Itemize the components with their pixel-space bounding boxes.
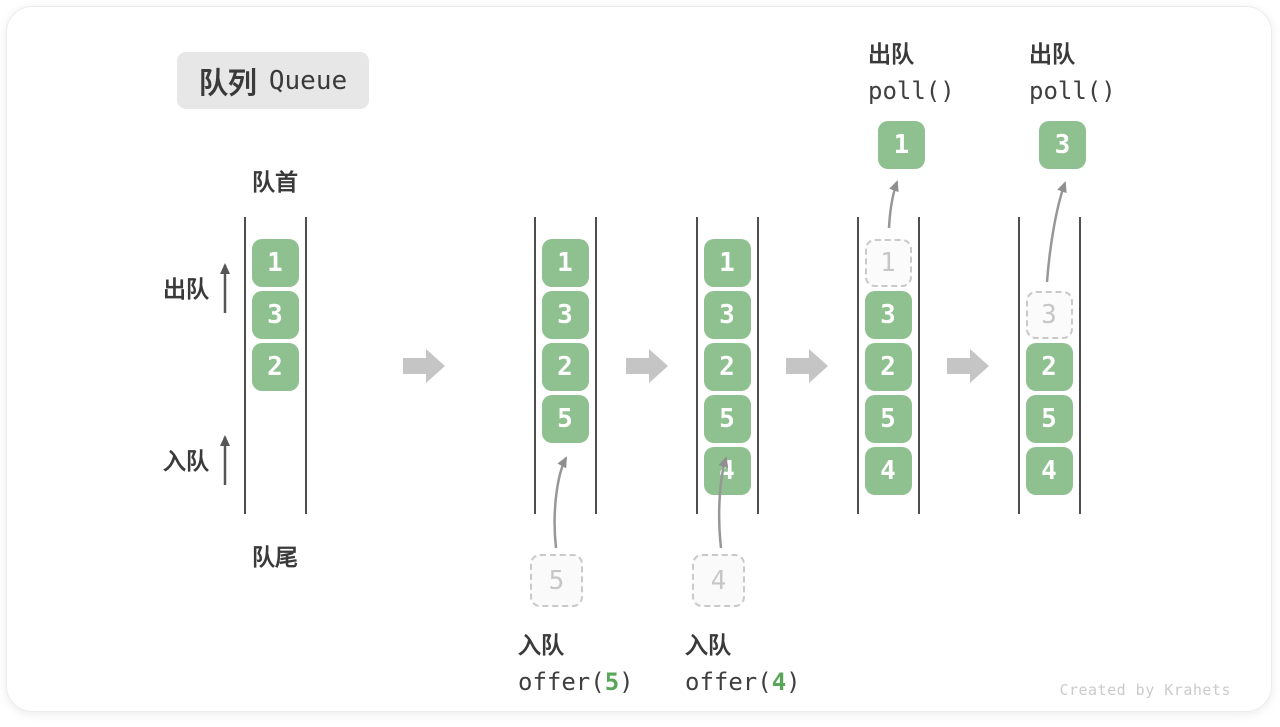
step-arrow-icon xyxy=(403,349,445,383)
incoming-element: 4 xyxy=(692,554,745,607)
queue-4-right-line xyxy=(918,217,920,514)
queue-cell: 3 xyxy=(251,291,299,339)
queue-1-right-line xyxy=(305,217,307,514)
label-queue-rear: 队尾 xyxy=(252,544,298,570)
queue-cell: 5 xyxy=(703,395,751,443)
step-arrow-icon xyxy=(947,349,989,383)
step-arrow-icon xyxy=(786,349,828,383)
queue-cell: 4 xyxy=(864,447,912,495)
queue-cell: 2 xyxy=(1025,343,1073,391)
enqueue-op-label-1: 入队 offer(5) xyxy=(518,626,634,696)
dequeue-op-zh: 出队 xyxy=(1029,41,1075,67)
dequeue-op-code: poll() xyxy=(1029,77,1116,105)
enqueue-op-code: offer(5) xyxy=(518,668,634,696)
dequeue-op-label-1: 出队 poll() xyxy=(868,35,955,105)
queue-cell: 1 xyxy=(251,239,299,287)
queue-cell: 3 xyxy=(1025,291,1073,339)
label-queue-front: 队首 xyxy=(252,169,298,195)
queue-3-right-line xyxy=(757,217,759,514)
queue-cell: 1 xyxy=(864,239,912,287)
label-enqueue: 入队 xyxy=(163,448,209,474)
queue-cell: 3 xyxy=(703,291,751,339)
enqueue-arg: 4 xyxy=(771,668,787,696)
queue-cell: 3 xyxy=(864,291,912,339)
step-arrow-icon xyxy=(626,349,668,383)
title-zh: 队列 xyxy=(198,67,257,100)
title-en: Queue xyxy=(268,65,348,96)
label-dequeue: 出队 xyxy=(163,276,209,302)
queue-3-left-line xyxy=(696,217,698,514)
enqueue-op-code: offer(4) xyxy=(685,668,801,696)
dequeue-curve-arrow-icon xyxy=(887,180,899,229)
incoming-element: 5 xyxy=(530,554,583,607)
queue-cell: 2 xyxy=(251,343,299,391)
queue-cell: 2 xyxy=(541,343,589,391)
title-badge: 队列 Queue xyxy=(177,52,369,109)
dequeue-op-zh: 出队 xyxy=(868,41,914,67)
queue-cell: 2 xyxy=(864,343,912,391)
queue-2-right-line xyxy=(595,217,597,514)
figure-card: 队列 Queue 队首 队尾 出队 入队 出队 poll() 出队 poll()… xyxy=(6,6,1272,712)
queue-5-right-line xyxy=(1079,217,1081,514)
arrows-overlay xyxy=(220,180,1067,549)
dequeue-curve-arrow-icon xyxy=(1045,181,1067,283)
queue-cell: 3 xyxy=(541,291,589,339)
enqueue-op-zh: 入队 xyxy=(685,632,731,658)
queue-cell: 4 xyxy=(1025,447,1073,495)
queue-cell: 2 xyxy=(703,343,751,391)
dequeue-op-label-2: 出队 poll() xyxy=(1029,35,1116,105)
enqueue-op-zh: 入队 xyxy=(518,632,564,658)
queue-1-left-line xyxy=(244,217,246,514)
queue-4-left-line xyxy=(857,217,859,514)
popped-element: 1 xyxy=(878,121,925,169)
queue-2-left-line xyxy=(534,217,536,514)
queue-cell: 5 xyxy=(1025,395,1073,443)
queue-cell: 4 xyxy=(703,447,751,495)
popped-element: 3 xyxy=(1039,121,1086,169)
enqueue-arg: 5 xyxy=(604,668,620,696)
queue-cell: 1 xyxy=(541,239,589,287)
queue-cell: 1 xyxy=(703,239,751,287)
queue-cell: 5 xyxy=(864,395,912,443)
watermark: Created by Krahets xyxy=(1059,681,1231,699)
queue-cell: 5 xyxy=(541,395,589,443)
dequeue-op-code: poll() xyxy=(868,77,955,105)
enqueue-op-label-2: 入队 offer(4) xyxy=(685,626,801,696)
queue-5-left-line xyxy=(1018,217,1020,514)
enqueue-curve-arrow-icon xyxy=(553,456,568,549)
